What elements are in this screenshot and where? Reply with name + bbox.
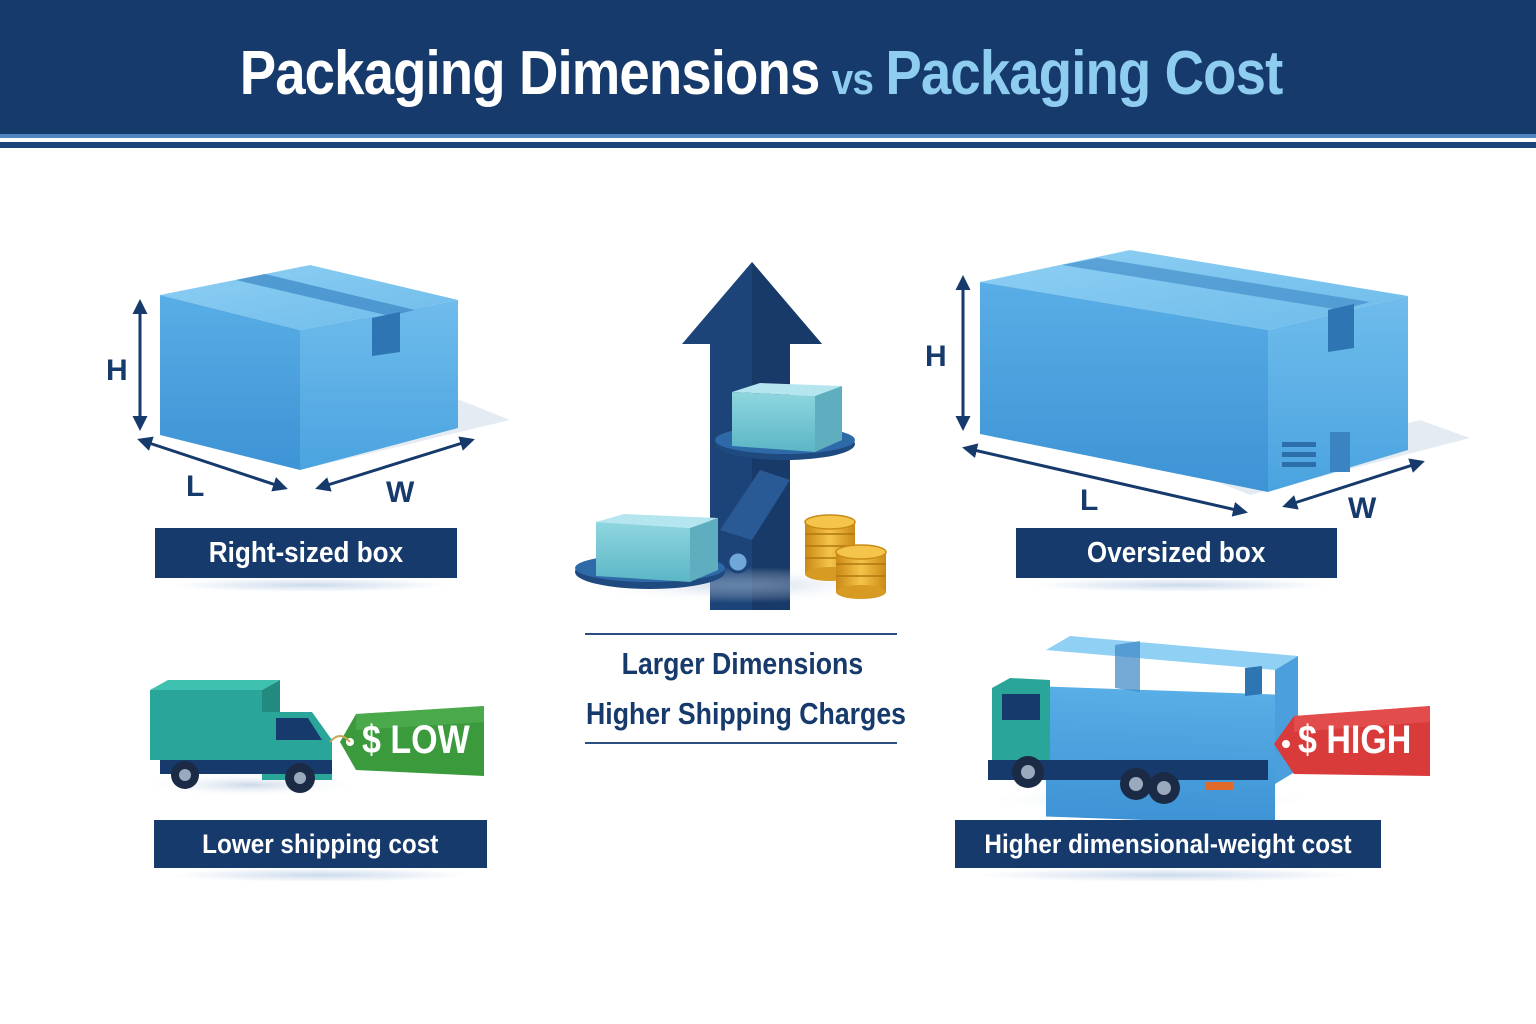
left-height-label: H	[106, 354, 128, 387]
higher-dimensional-weight-cost-text: Higher dimensional-weight cost	[984, 828, 1352, 859]
oversized-box-label: Oversized box	[1016, 528, 1337, 578]
coin-stack-icon	[804, 514, 887, 599]
low-price-tag-text: $ LOW	[362, 718, 489, 763]
large-truck-icon	[980, 636, 1320, 825]
right-dimension-arrows	[955, 275, 1425, 517]
center-line2-text: Higher Shipping Charges	[586, 696, 906, 731]
right-box-label-shadow	[1030, 578, 1330, 592]
center-rule-bottom	[585, 742, 897, 744]
right-height-label: H	[925, 340, 947, 373]
header-banner	[0, 0, 1536, 138]
lower-shipping-cost-text: Lower shipping cost	[202, 828, 439, 859]
header-divider	[0, 142, 1536, 148]
center-line1-text: Larger Dimensions	[621, 646, 863, 681]
title-vs: vs	[831, 55, 874, 104]
right-sized-box-icon	[160, 265, 510, 470]
high-price-tag-icon	[1274, 706, 1430, 776]
oversized-box-label-text: Oversized box	[1087, 536, 1266, 569]
right-length-label: L	[1080, 484, 1099, 517]
left-width-label: W	[386, 476, 415, 509]
oversized-box-icon	[980, 250, 1470, 495]
low-price-tag-label: $ LOW	[362, 718, 470, 762]
right-width-label: W	[1348, 492, 1377, 525]
high-price-tag-label: $ HIGH	[1298, 718, 1412, 762]
left-dimension-arrows	[132, 299, 475, 492]
higher-dimensional-weight-cost-label: Higher dimensional-weight cost	[955, 820, 1381, 868]
center-line2: Higher Shipping Charges	[560, 696, 924, 732]
left-length-label: L	[186, 470, 205, 503]
low-price-tag-icon	[329, 706, 484, 776]
title-part1: Packaging Dimensions	[239, 39, 821, 108]
left-truck-label-shadow	[170, 868, 470, 882]
high-price-tag-text: $ HIGH	[1298, 718, 1431, 763]
right-sized-box-label-text: Right-sized box	[208, 536, 404, 569]
title-part2: Packaging Cost	[885, 39, 1283, 108]
right-sized-box-label: Right-sized box	[155, 528, 457, 578]
right-truck-label-shadow	[975, 868, 1355, 882]
small-truck-icon	[140, 680, 360, 797]
center-line1: Larger Dimensions	[560, 646, 924, 682]
left-box-label-shadow	[170, 578, 450, 592]
lower-shipping-cost-label: Lower shipping cost	[154, 820, 487, 868]
center-rule-top	[585, 633, 897, 635]
